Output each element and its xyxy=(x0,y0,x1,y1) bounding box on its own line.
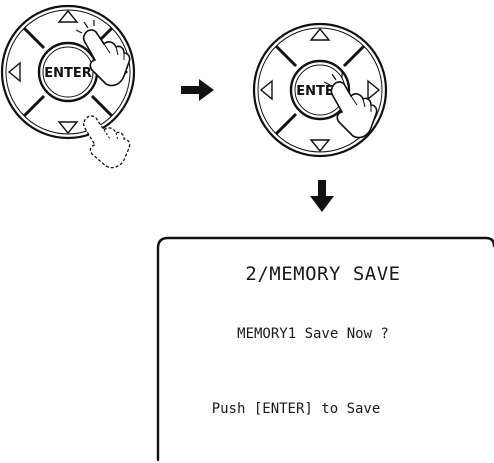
display-line-2: Push [ENTER] to Save xyxy=(212,401,381,417)
arrow-right-icon xyxy=(181,79,214,101)
display-frame xyxy=(156,236,494,462)
down-arrow-icon[interactable] xyxy=(309,139,331,153)
hand-pointer-icon xyxy=(323,72,378,139)
front-panel-display: 2/MEMORY SAVE MEMORY1 Save Now ? Push [E… xyxy=(156,236,494,462)
up-arrow-icon[interactable] xyxy=(57,9,79,23)
pad-divider xyxy=(342,44,366,68)
arrow-down-icon xyxy=(310,180,334,212)
enter-button-label: ENTER xyxy=(44,66,92,81)
pad-divider xyxy=(274,44,298,68)
remote-pad-right: ENTER xyxy=(252,22,388,158)
down-arrow-icon[interactable] xyxy=(57,121,79,135)
left-arrow-icon[interactable] xyxy=(259,79,273,101)
up-arrow-icon[interactable] xyxy=(309,27,331,41)
display-line-1: MEMORY1 Save Now ? xyxy=(237,326,389,342)
pad-divider xyxy=(22,26,46,50)
remote-pad-left: ENTER xyxy=(0,4,136,169)
left-arrow-icon[interactable] xyxy=(7,61,21,83)
display-title: 2/MEMORY SAVE xyxy=(245,263,400,285)
hand-pointer-dashed-icon xyxy=(82,115,131,169)
pad-divider xyxy=(22,94,46,118)
hand-pointer-icon xyxy=(75,20,131,87)
right-arrow-icon[interactable] xyxy=(367,79,381,101)
pad-divider xyxy=(274,112,298,136)
pad-divider xyxy=(90,94,114,118)
